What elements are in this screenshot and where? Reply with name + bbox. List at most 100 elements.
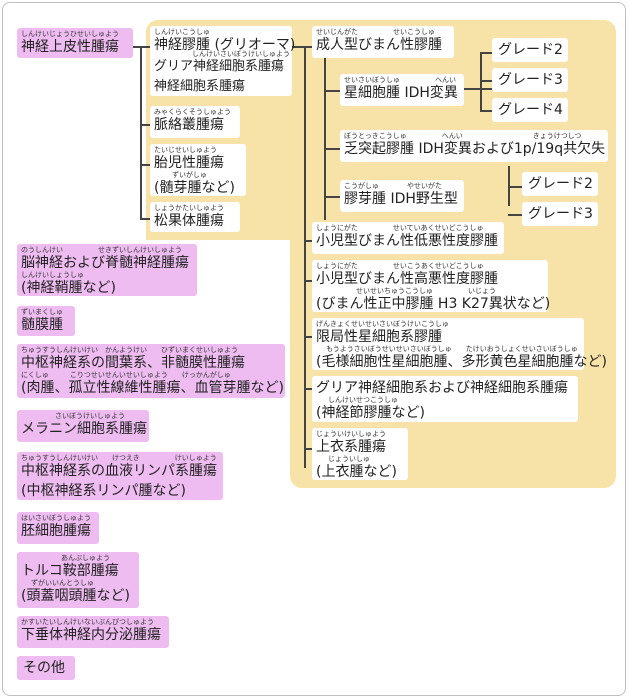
ruby-text: ずいまくしゅ bbox=[21, 308, 63, 316]
box-ped-low: しょうにがた せいていあくせいどこうしゅ 小児型びまん性低悪性度膠腫 bbox=[312, 222, 504, 254]
box-oligodendroglioma: ぼうとっきこうしゅ へんい きょうけつしつ 乏突起膠腫 IDH変異および1p/1… bbox=[340, 130, 608, 162]
grade-label: グレード2 bbox=[498, 42, 563, 58]
box-label: 髄膜腫 bbox=[21, 317, 63, 333]
box-sublabel: (神経鞘腫など) bbox=[21, 280, 116, 296]
ruby-text: もうようさいぼうせいせいさいぼうしゅ たけいおうしょくせいさいぼうしゅ bbox=[326, 345, 578, 353]
connector bbox=[324, 58, 326, 220]
connector bbox=[324, 90, 340, 92]
connector bbox=[480, 110, 492, 112]
ruby-text: しんけいさいぼうけいしゅよう bbox=[192, 50, 290, 58]
connector bbox=[508, 214, 522, 216]
box-label: グリア神経細胞系および神経細胞系腫瘍 bbox=[316, 380, 568, 396]
box-meningioma: ずいまくしゅ 髄膜腫 bbox=[17, 306, 75, 336]
grade-box-astro: グレード4 bbox=[492, 98, 568, 122]
ruby-text: こうがしゅ やせいがた bbox=[344, 182, 442, 190]
ruby-text: しょうにがた せいていあくせいどこうしゅ bbox=[316, 224, 484, 232]
box-neuroepithelial: しんけいじょうひせいしゅよう 神経上皮性腫瘍 bbox=[17, 28, 133, 58]
box-label: 限局性星細胞系膠腫 bbox=[316, 329, 442, 345]
ruby-text: しょうにがた せいこうあくせいどこうしゅ bbox=[316, 262, 484, 270]
box-label: 小児型びまん性低悪性度膠腫 bbox=[316, 233, 498, 249]
connector bbox=[480, 52, 492, 54]
ruby-text: せいじんがた せいこうしゅ bbox=[316, 28, 435, 36]
ruby-text: にくしゅ こりつせいせんいせいしゅよう けっかんがしゅ bbox=[21, 371, 231, 379]
box-melanocytic: さいぼうけいしゅよう メラニン細胞系腫瘍 bbox=[17, 410, 149, 442]
box-label: 脈絡叢腫瘍 bbox=[154, 117, 224, 133]
ruby-text: しょうかたいしゅよう bbox=[154, 204, 224, 212]
ruby-text: さいぼうけいしゅよう bbox=[55, 412, 125, 420]
box-label: 膠芽腫 IDH野生型 bbox=[344, 191, 458, 207]
box-sublabel: (肉腫、孤立性線維性腫瘍、血管芽腫など) bbox=[21, 380, 284, 396]
ruby-text: しんけいこうしゅ bbox=[154, 28, 210, 36]
ruby-text: せいさいぼうしゅ へんい bbox=[344, 76, 456, 84]
connector bbox=[140, 46, 142, 220]
box-choroid: みゃくらくそうしゅよう 脈絡叢腫瘍 bbox=[150, 106, 240, 138]
box-label: 胎児性腫瘍 bbox=[154, 155, 224, 171]
connector bbox=[324, 196, 340, 198]
connector bbox=[292, 46, 312, 48]
glioma-region-left-tail bbox=[146, 236, 296, 240]
box-label: グリア神経細胞系腫瘍 bbox=[154, 59, 285, 74]
ruby-text: せいせいちゅうこうしゅ いじょう bbox=[356, 287, 496, 295]
box-sublabel: (神経節膠腫など) bbox=[316, 405, 425, 421]
box-sublabel: (上衣腫など) bbox=[316, 464, 397, 480]
box-glioblastoma: こうがしゅ やせいがた 膠芽腫 IDH野生型 bbox=[340, 180, 464, 212]
box-sublabel: (頭蓋咽頭腫など) bbox=[21, 588, 130, 604]
box-glioneuronal: グリア神経細胞系および神経細胞系腫瘍 しんけいせつこうしゅ (神経節膠腫など) bbox=[312, 376, 578, 422]
grade-box-oligo: グレード3 bbox=[522, 202, 598, 226]
box-pineal: しょうかたいしゅよう 松果体腫瘍 bbox=[150, 202, 240, 232]
ruby-text: あんぶしゅよう bbox=[61, 554, 110, 562]
box-ped-high: しょうにがた せいこうあくせいどこうしゅ 小児型びまん性高悪性度膠腫 せいせいち… bbox=[312, 260, 551, 312]
box-label: 成人型びまん性膠腫 bbox=[316, 37, 442, 53]
ruby-text: しんけいせつこうしゅ bbox=[328, 396, 398, 404]
box-sublabel: (びまん性正中膠腫 H3 K27異状など) bbox=[316, 296, 551, 312]
box-label: 乏突起膠腫 IDH変異および1p/19q共欠失 bbox=[344, 141, 606, 157]
connector bbox=[304, 448, 314, 450]
connector bbox=[324, 148, 340, 150]
ruby-text: ちゅうすうしんけいけい かんようけい ひずいまくせいしゅよう bbox=[21, 346, 238, 354]
box-label: メラニン細胞系腫瘍 bbox=[21, 421, 147, 437]
ruby-text: はいさいぼうしゅよう bbox=[21, 514, 91, 522]
connector bbox=[480, 52, 482, 112]
box-label: その他 bbox=[23, 660, 65, 676]
box-sublabel: (髄芽腫など) bbox=[154, 180, 235, 196]
connector bbox=[304, 240, 314, 242]
ruby-text: ぼうとっきこうしゅ へんい きょうけつしつ bbox=[344, 132, 582, 140]
box-germ-cell: はいさいぼうしゅよう 胚細胞腫瘍 bbox=[17, 512, 99, 544]
grade-label: グレード3 bbox=[498, 72, 563, 88]
connector bbox=[304, 46, 306, 468]
ruby-text: のうしんけい せきずいしんけいしゅよう bbox=[21, 246, 182, 254]
box-label: 松果体腫瘍 bbox=[154, 213, 224, 229]
box-label: トルコ鞍部腫瘍 bbox=[21, 563, 119, 579]
ruby-text: みゃくらくそうしゅよう bbox=[154, 108, 231, 116]
box-label: 星細胞腫 IDH変異 bbox=[344, 85, 458, 101]
ruby-text: かすいたいしんけいないぶんぴつしゅよう bbox=[21, 618, 154, 626]
box-glioma: しんけいこうしゅ 神経膠腫 (グリオーマ) しんけいさいぼうけいしゅよう グリア… bbox=[150, 26, 295, 96]
ruby-text: しんけいじょうひせいしゅよう bbox=[21, 30, 119, 38]
box-label: 神経細胞系腫瘍 bbox=[154, 79, 246, 94]
box-circumscribed: げんきょくせいせいさいぼうけいこうしゅ 限局性星細胞系膠腫 もうようさいぼうせい… bbox=[312, 318, 607, 370]
box-mesenchymal: ちゅうすうしんけいけい かんようけい ひずいまくせいしゅよう 中枢神経系の間葉系… bbox=[17, 344, 285, 398]
box-label: 神経上皮性腫瘍 bbox=[21, 39, 119, 55]
box-sellar: あんぶしゅよう トルコ鞍部腫瘍 ずがいいんとうしゅ (頭蓋咽頭腫など) bbox=[17, 552, 139, 608]
box-label: 小児型びまん性高悪性度膠腫 bbox=[316, 271, 498, 287]
grade-box-oligo: グレード2 bbox=[522, 172, 598, 196]
ruby-text: げんきょくせいせいさいぼうけいこうしゅ bbox=[316, 320, 449, 328]
connector bbox=[140, 218, 154, 220]
box-astrocytoma: せいさいぼうしゅ へんい 星細胞腫 IDH変異 bbox=[340, 74, 464, 106]
box-cranial-nerve: のうしんけい せきずいしんけいしゅよう 脳神経および脊髄神経腫瘍 しんけいしょう… bbox=[17, 244, 197, 296]
connector bbox=[480, 80, 492, 82]
ruby-text: しんけいしょうしゅ bbox=[21, 271, 84, 279]
box-lymphoma: ちゅうすうしんけいけい けつえき けいしゅよう 中枢神経系の血液リンパ系腫瘍 (… bbox=[17, 452, 223, 500]
box-label: 下垂体神経内分泌腫瘍 bbox=[21, 627, 161, 643]
box-embryonal: たいじせいしゅよう 胎児性腫瘍 ずいがしゅ (髄芽腫など) bbox=[150, 144, 246, 196]
box-label: 胚細胞腫瘍 bbox=[21, 523, 91, 539]
connector bbox=[140, 164, 154, 166]
ruby-text: ちゅうすうしんけいけい けつえき けいしゅよう bbox=[21, 454, 217, 462]
grade-box-astro: グレード2 bbox=[492, 38, 568, 62]
grade-label: グレード4 bbox=[498, 102, 563, 118]
connector bbox=[508, 186, 522, 188]
box-adult-diffuse: せいじんがた せいこうしゅ 成人型びまん性膠腫 bbox=[312, 26, 454, 58]
connector bbox=[304, 280, 314, 282]
